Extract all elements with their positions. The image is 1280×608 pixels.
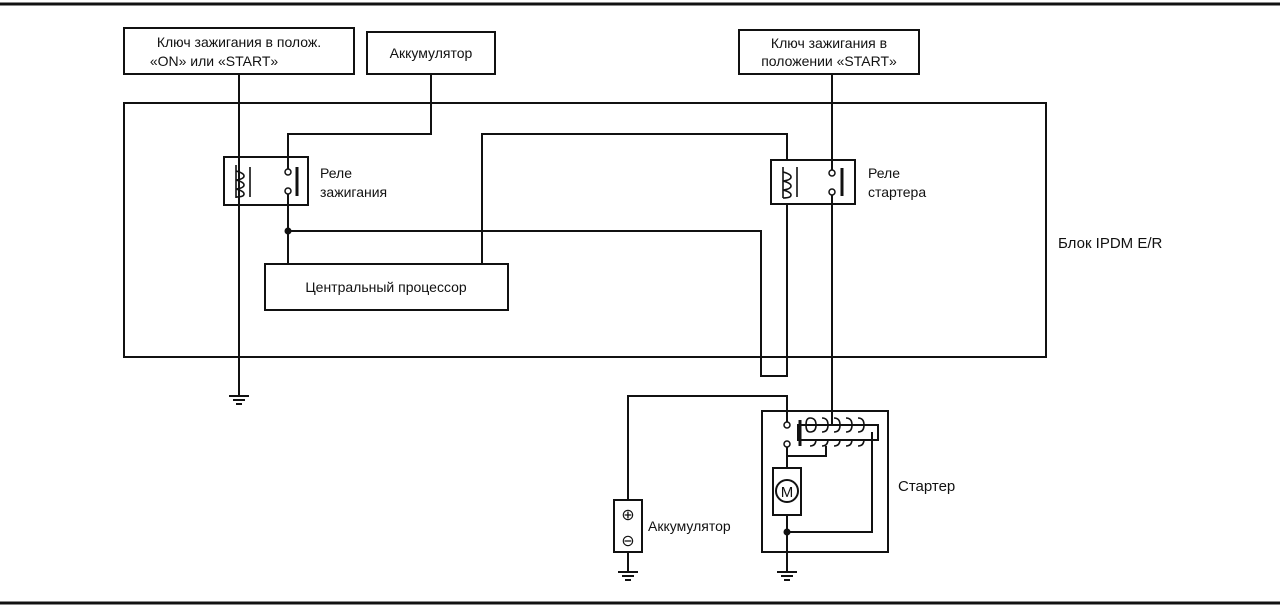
battery-top-label: Аккумулятор (390, 45, 473, 61)
ignition-relay-coil (235, 170, 245, 198)
battery-plus-terminal: ⊕ (621, 507, 634, 524)
ipdm-label: Блок IPDM E/R (1058, 235, 1163, 252)
battery-bottom: ⊕ ⊖ (613, 499, 643, 553)
ignition-relay-contact-bottom (284, 187, 292, 195)
wire-battery-to-ignition-relay (287, 74, 432, 169)
ignition-key-start-line2: положении «START» (761, 53, 897, 69)
ignition-relay-contact-top (284, 168, 292, 176)
wire-battery-to-starter (627, 395, 788, 500)
starter-relay-contact-top (828, 169, 836, 177)
wire-cpu-to-starter-relay (481, 133, 788, 264)
starter-relay-label-line1: Реле (868, 165, 900, 181)
starter-relay (770, 159, 856, 205)
starter-relay-label-line2: стартера (868, 184, 926, 200)
starter-label: Стартер (898, 478, 955, 495)
battery-bottom-label: Аккумулятор (648, 518, 731, 534)
ignition-relay (223, 156, 309, 206)
battery-top-box: Аккумулятор (366, 31, 496, 75)
ground-symbol-left (229, 395, 249, 405)
motor-symbol-circle (775, 479, 799, 503)
ground-symbol-starter (777, 552, 797, 581)
ignition-key-on-start-box: Ключ зажигания в полож. «ON» или «START» (123, 27, 355, 75)
junction-dot-starter (783, 528, 791, 536)
starter-assembly: M (761, 410, 889, 553)
battery-minus-terminal: ⊖ (621, 533, 634, 550)
ignition-key-start-line1: Ключ зажигания в (771, 35, 887, 51)
starter-solenoid-coil (805, 417, 865, 433)
motor-symbol-label: M (781, 484, 794, 501)
ignition-key-on-start-line1: Ключ зажигания в полож. (157, 34, 321, 50)
starter-contact-bottom (783, 440, 791, 448)
starter-relay-coil (782, 171, 792, 199)
cpu-box: Центральный процессор (264, 263, 509, 311)
ground-symbol-battery (618, 552, 638, 581)
cpu-label: Центральный процессор (305, 279, 467, 295)
ignition-relay-label-line2: зажигания (320, 184, 387, 200)
ignition-key-on-start-line2: «ON» или «START» (150, 53, 279, 69)
ignition-relay-label-line1: Реле (320, 165, 352, 181)
ipdm-block (123, 102, 1047, 358)
ignition-key-start-box: Ключ зажигания в положении «START» (738, 29, 920, 75)
wire-ignition-to-starter-loop (288, 204, 788, 377)
starter-contact-top (783, 421, 791, 429)
starter-relay-contact-bottom (828, 188, 836, 196)
